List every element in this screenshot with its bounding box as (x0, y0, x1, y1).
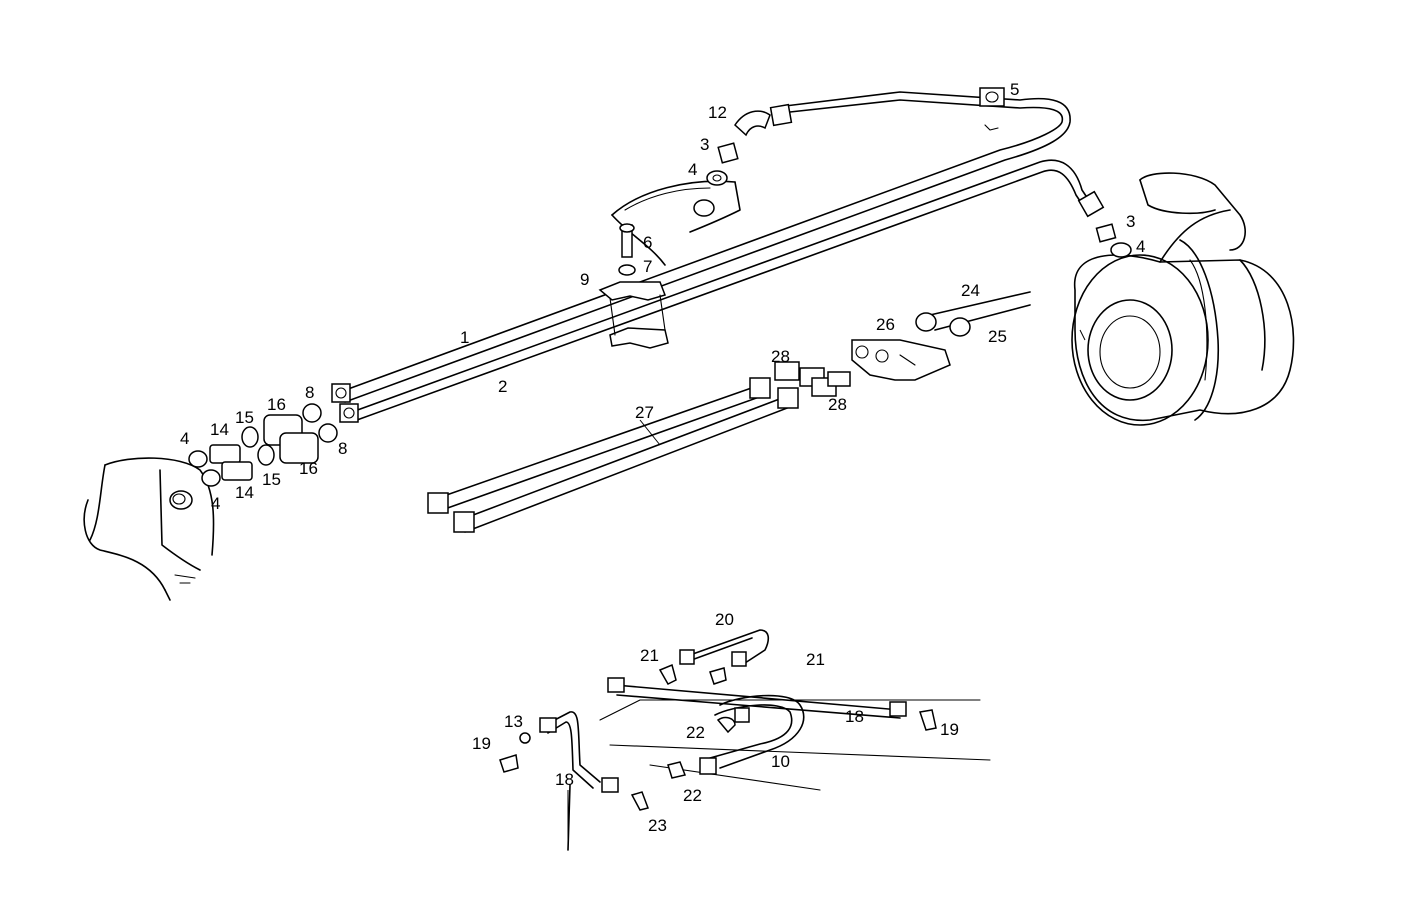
callout-28-lower: 28 (828, 395, 847, 414)
callout-10: 10 (771, 752, 790, 771)
callout-18-right: 18 (845, 707, 864, 726)
callout-4-left-upper: 4 (180, 429, 189, 448)
callout-4-right: 4 (1136, 237, 1145, 256)
callout-19-right: 19 (940, 720, 959, 739)
callout-3-top: 3 (700, 135, 709, 154)
pipe-assembly-27 (427, 361, 851, 533)
callout-23: 23 (648, 816, 667, 835)
left-fittings (188, 403, 338, 487)
callout-21-left: 21 (640, 646, 659, 665)
callout-19-left: 19 (472, 734, 491, 753)
callout-21-right: 21 (806, 650, 825, 669)
mounting-bracket (851, 291, 1031, 381)
pipe-assembly-1-2 (331, 91, 1105, 423)
callout-6: 6 (643, 233, 652, 252)
callout-16-upper: 16 (267, 395, 286, 414)
callout-12: 12 (708, 103, 727, 122)
callout-22-upper: 22 (686, 723, 705, 742)
callout-8-lower: 8 (338, 439, 347, 458)
pipe-clamp (598, 223, 669, 349)
callout-9: 9 (580, 270, 589, 289)
callout-24: 24 (961, 281, 980, 300)
callout-20: 20 (715, 610, 734, 629)
callout-28-upper: 28 (771, 347, 790, 366)
callout-15-lower: 15 (262, 470, 281, 489)
leader-lines (567, 329, 1086, 850)
callout-4-top: 4 (688, 160, 697, 179)
callout-labels: 1 2 3 3 4 4 4 4 5 6 7 8 8 9 10 12 13 14 … (180, 80, 1145, 835)
turbocharger (1071, 172, 1295, 426)
callout-2: 2 (498, 377, 507, 396)
lower-assembly (499, 629, 991, 851)
callout-3-right: 3 (1126, 212, 1135, 231)
callout-25: 25 (988, 327, 1007, 346)
callout-13: 13 (504, 712, 523, 731)
callout-5: 5 (1010, 80, 1019, 99)
callout-4-left-lower: 4 (211, 494, 220, 513)
callout-1: 1 (460, 328, 469, 347)
callout-8-upper: 8 (305, 383, 314, 402)
callout-16-lower: 16 (299, 459, 318, 478)
engine-block (83, 457, 215, 601)
top-fittings (706, 87, 1132, 258)
callout-27: 27 (635, 403, 654, 422)
callout-14-lower: 14 (235, 483, 254, 502)
callout-7: 7 (643, 257, 652, 276)
callout-18-left: 18 (555, 770, 574, 789)
callout-26: 26 (876, 315, 895, 334)
callout-22-lower: 22 (683, 786, 702, 805)
callout-14-upper: 14 (210, 420, 229, 439)
callout-15-upper: 15 (235, 408, 254, 427)
